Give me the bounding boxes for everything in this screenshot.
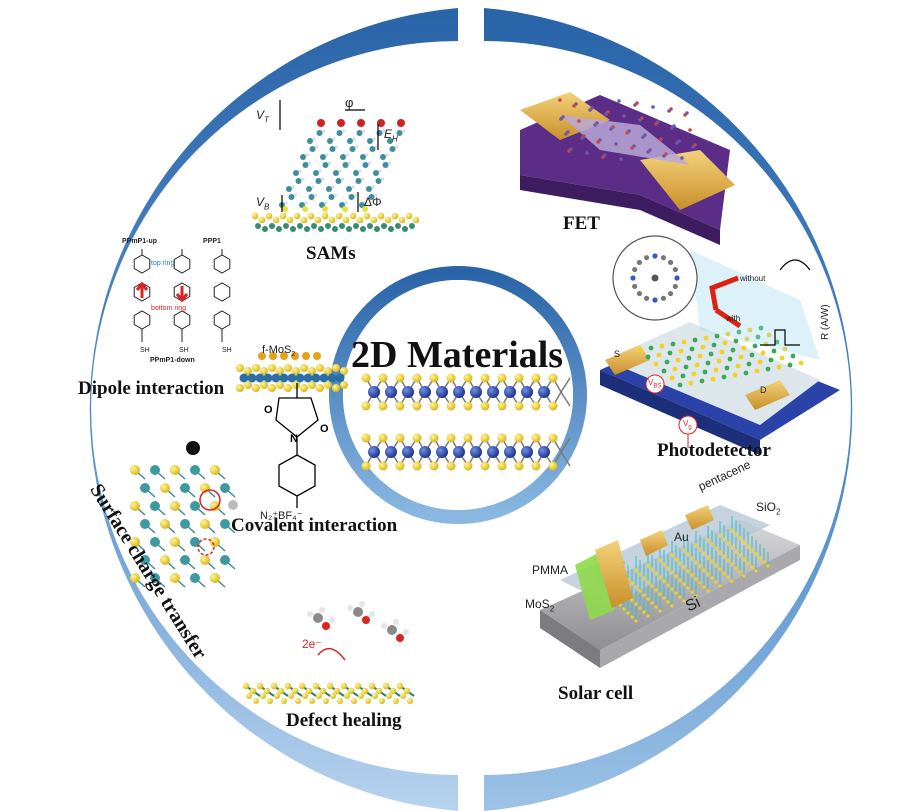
vb-annotation: VB	[256, 195, 270, 212]
svg-text:O: O	[320, 423, 329, 435]
defect-label: Defect healing	[286, 710, 402, 731]
sh-label-2: SH	[179, 347, 189, 354]
photodetector-label: Photodetector	[657, 440, 771, 461]
with-label: with	[726, 314, 741, 323]
ppmp1-down-label: PPmP1-down	[150, 357, 195, 364]
vg-label: Vg	[683, 419, 692, 431]
au-label: Au	[674, 530, 689, 544]
delta-phi-annotation: ΔΦ	[364, 195, 382, 209]
d-electrode-label: D	[760, 385, 767, 395]
r-aw-label: R (A/W)	[820, 304, 831, 340]
photodetector-device	[600, 235, 840, 455]
two-e-label: 2e⁻	[302, 637, 322, 651]
sio2-label: SiO2	[756, 500, 781, 517]
sams-illustration	[251, 100, 420, 232]
ppp1-label: PPP1	[203, 238, 221, 245]
fet-label: FET	[563, 213, 600, 234]
sh-label-3: SH	[222, 347, 232, 354]
fet-device	[520, 92, 735, 245]
center-title: 2D Materials	[351, 334, 564, 376]
n2bf4-label: N₂⁺BF₄⁻	[260, 510, 303, 522]
pmma-label: PMMA	[532, 563, 568, 577]
vbs-label: VBS	[648, 378, 662, 390]
mos2-label: MoS2	[525, 597, 555, 614]
svg-text:N: N	[290, 433, 298, 445]
sh-label-1: SH	[140, 347, 150, 354]
ppmp1-up-label: PPmP1-up	[122, 238, 158, 245]
fmos2-label: f-MoS2	[262, 344, 296, 359]
bottom-ring-label: bottom ring	[151, 305, 187, 312]
solar-label: Solar cell	[558, 683, 634, 704]
center-ring	[329, 266, 587, 524]
fmos2-illustration: O O N	[236, 352, 348, 508]
s-electrode-label: S	[614, 349, 621, 359]
phi-annotation: φ	[345, 95, 354, 110]
svg-text:O: O	[264, 404, 273, 416]
defect-healing-layer	[242, 682, 415, 704]
dipole-label: Dipole interaction	[78, 378, 225, 399]
covalent-label: Covalent interaction	[231, 515, 398, 536]
eh-annotation: EH	[384, 127, 398, 144]
solar-cell-device	[540, 505, 800, 668]
vt-annotation: VT	[256, 108, 269, 125]
dipole-molecules	[133, 249, 231, 342]
top-ring-label: top ring	[151, 260, 175, 267]
without-label: without	[740, 274, 766, 283]
sams-label: SAMs	[306, 243, 356, 264]
mos2-lattice	[361, 373, 571, 471]
surface-charge-crystal	[130, 465, 236, 588]
